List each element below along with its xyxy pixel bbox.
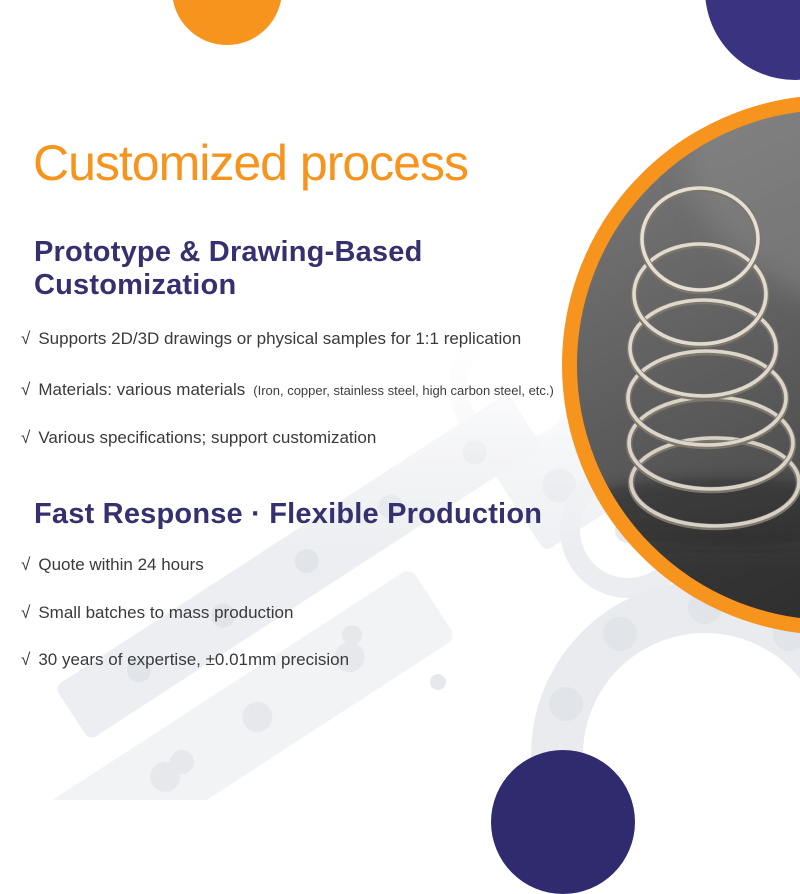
- check-mark-icon: √: [21, 428, 31, 447]
- bullet-item: √ Small batches to mass production: [21, 602, 293, 624]
- page-title: Customized process: [33, 135, 469, 191]
- bullet-item: √ Supports 2D/3D drawings or physical sam…: [21, 328, 521, 350]
- bullet-text: Materials: various materials: [38, 380, 246, 399]
- check-mark-icon: √: [21, 650, 31, 669]
- photo-bottom-shadow: [577, 540, 800, 620]
- spring-photo: [577, 110, 800, 620]
- decor-circle-top-left: [172, 0, 282, 45]
- bullet-text: 30 years of expertise, ±0.01mm precision: [38, 650, 350, 669]
- bullet-text: Supports 2D/3D drawings or physical samp…: [38, 329, 522, 348]
- check-mark-icon: √: [21, 555, 31, 574]
- decor-circle-top-right: [705, 0, 800, 80]
- bullet-text: Small batches to mass production: [38, 603, 294, 622]
- product-photo-circle: [562, 95, 800, 635]
- section1-heading-line1: Prototype & Drawing-Based: [34, 236, 423, 268]
- bullet-text: Quote within 24 hours: [38, 555, 204, 574]
- decor-circle-bottom: [491, 750, 635, 894]
- check-mark-icon: √: [21, 603, 31, 622]
- bullet-item: √ 30 years of expertise, ±0.01mm precisio…: [21, 649, 349, 671]
- photo-highlight: [687, 110, 800, 294]
- section2-heading: Fast Response · Flexible Production: [34, 498, 542, 531]
- bullet-item: √ Various specifications; support customi…: [21, 427, 376, 449]
- check-mark-icon: √: [21, 380, 31, 399]
- bullet-text: Various specifications; support customiz…: [38, 428, 377, 447]
- check-mark-icon: √: [21, 329, 31, 348]
- bullet-item: √ Quote within 24 hours: [21, 554, 204, 576]
- section1-heading: Prototype & Drawing-Based Customization: [34, 236, 423, 302]
- spring-coils: [624, 185, 800, 531]
- section1-heading-line2: Customization: [34, 269, 237, 301]
- bullet-note: (Iron, copper, stainless steel, high car…: [253, 383, 554, 398]
- section2-heading-line1: Fast Response · Flexible Production: [34, 498, 543, 530]
- bullet-item: √ Materials: various materials (Iron, copp…: [21, 379, 554, 402]
